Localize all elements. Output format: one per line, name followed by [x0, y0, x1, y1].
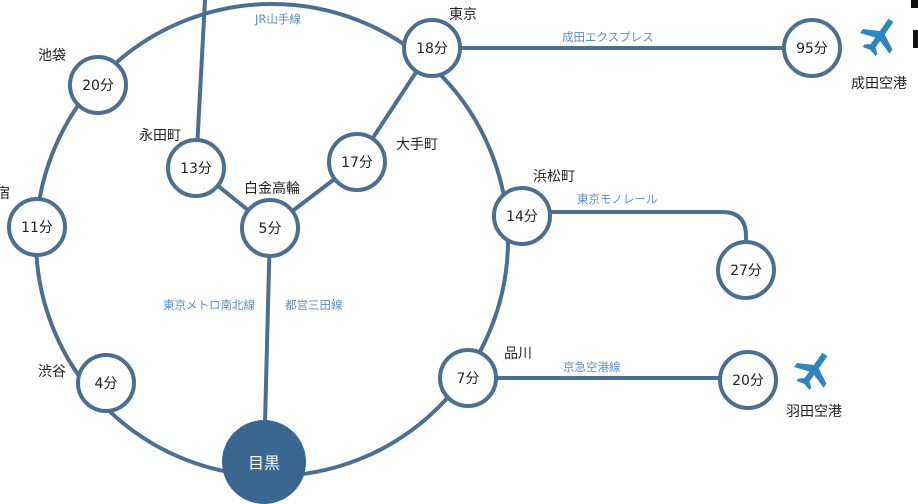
- line-label-yamanote: JR山手線: [254, 12, 301, 26]
- airplane-icon: [860, 18, 894, 57]
- node-shirokanetakanawa[interactable]: 5分: [240, 198, 300, 258]
- line-label-keikyu: 京急空港線: [563, 360, 621, 374]
- node-time: 27分: [730, 263, 762, 279]
- station-label-shirokanetakanawa: 白金高輪: [244, 180, 300, 197]
- node-time: 5分: [259, 221, 282, 237]
- node-shinjuku[interactable]: 11分: [7, 197, 67, 257]
- line-label-monorail: 東京モノレール: [577, 192, 658, 206]
- station-label-shinjuku: 宿: [0, 185, 10, 202]
- node-shinagawa[interactable]: 7分: [438, 348, 498, 408]
- node-time: 95分: [796, 41, 828, 57]
- station-label-ikebukuro: 池袋: [38, 48, 66, 64]
- line-label-namboku: 東京メトロ南北線: [163, 298, 255, 312]
- node-otemachi[interactable]: 17分: [327, 132, 387, 192]
- node-time: 17分: [341, 155, 373, 171]
- hub-label: 目黒: [248, 454, 280, 473]
- node-time: 14分: [506, 209, 538, 225]
- node-monorail-end[interactable]: 27分: [716, 240, 776, 300]
- hub-meguro[interactable]: 目黒: [222, 420, 306, 504]
- node-hamamatsucho[interactable]: 14分: [492, 186, 552, 246]
- station-label-otemachi: 大手町: [396, 137, 438, 153]
- node-narita-airport[interactable]: 95分: [782, 18, 842, 78]
- monorail-line: [520, 210, 748, 268]
- node-time: 20分: [82, 78, 114, 94]
- station-label-narita: 成田空港: [851, 76, 907, 92]
- station-label-shinagawa: 品川: [504, 346, 532, 362]
- edge-mark: [913, 30, 918, 48]
- station-label-tokyo: 東京: [449, 7, 477, 23]
- edge-mark: [911, 0, 918, 8]
- station-label-hamamatsucho: 浜松町: [533, 169, 575, 185]
- node-tokyo[interactable]: 18分: [402, 18, 462, 78]
- node-nagatacho[interactable]: 13分: [166, 138, 226, 198]
- station-label-shibuya: 渋谷: [38, 364, 66, 380]
- node-time: 13分: [180, 161, 212, 177]
- node-haneda-airport[interactable]: 20分: [718, 350, 778, 410]
- line-label-mita: 都営三田線: [285, 298, 343, 312]
- station-label-haneda: 羽田空港: [786, 404, 842, 420]
- airplane-icon: [794, 352, 828, 391]
- node-time: 18分: [416, 41, 448, 57]
- node-time: 7分: [457, 371, 480, 387]
- node-shibuya[interactable]: 4分: [76, 353, 136, 413]
- station-label-nagatacho: 永田町: [139, 128, 181, 144]
- node-time: 20分: [732, 373, 764, 389]
- line-label-narita-express: 成田エクスプレス: [562, 30, 654, 44]
- node-time: 11分: [21, 220, 53, 236]
- node-ikebukuro[interactable]: 20分: [68, 55, 128, 115]
- node-time: 4分: [95, 376, 118, 392]
